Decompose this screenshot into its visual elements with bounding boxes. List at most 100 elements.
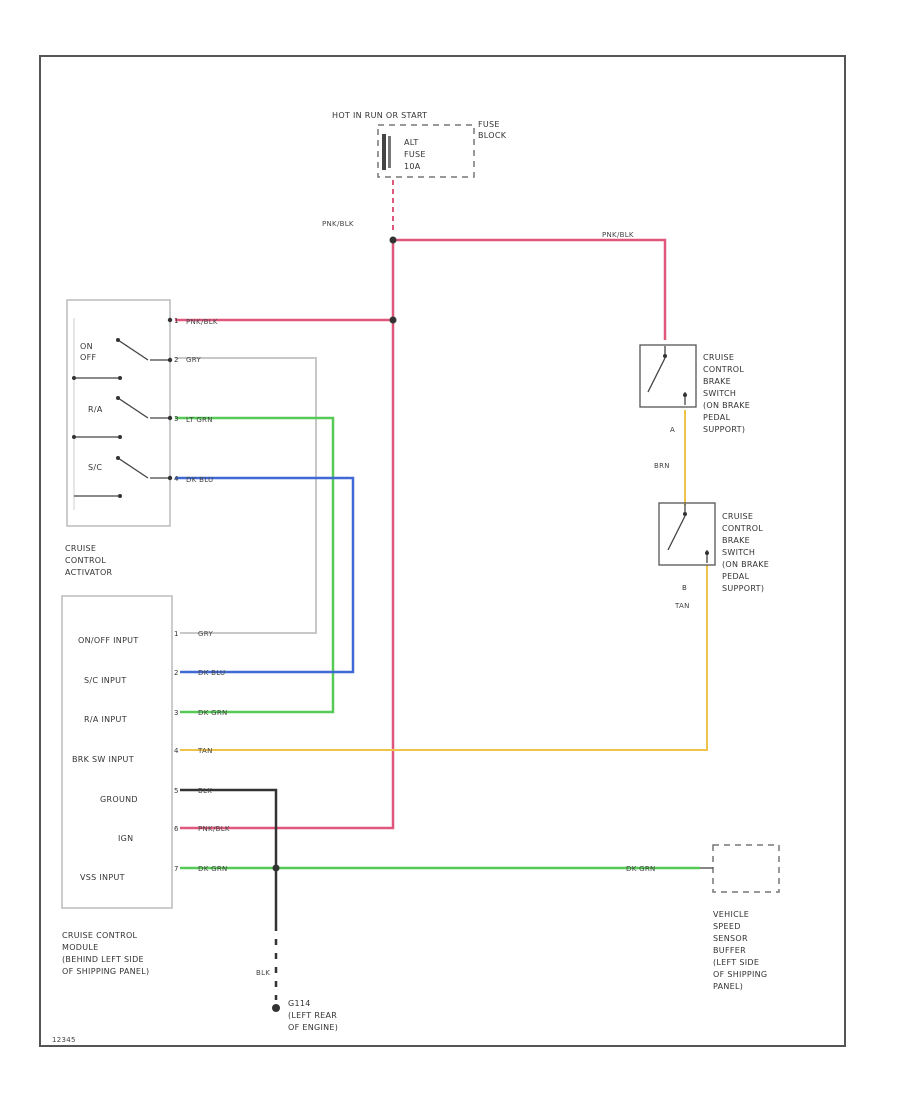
brake-switch-top-pin: A	[670, 426, 675, 434]
fuse-block-name-1: FUSE	[478, 120, 500, 129]
vss-buffer-name: VEHICLE SPEED SENSOR BUFFER (LEFT SIDE O…	[713, 910, 767, 991]
fuse-block-name-2: BLOCK	[478, 131, 507, 140]
vss-buffer-box	[712, 844, 780, 893]
diagram-code: 12345	[52, 1036, 76, 1044]
label-ign-pnk-blk: PNK/BLK	[198, 825, 230, 833]
svg-text:SPEED: SPEED	[713, 922, 741, 931]
activator-pin-4: 4	[174, 475, 179, 483]
svg-text:VEHICLE: VEHICLE	[713, 910, 749, 919]
brake-switch-bottom-contact	[705, 551, 709, 555]
svg-text:CONTROL: CONTROL	[722, 524, 763, 533]
activator-pin-1: 1	[174, 317, 178, 325]
svg-text:1: 1	[174, 630, 178, 638]
brake-switch-bottom-name: CRUISE CONTROL BRAKE SWITCH (ON BRAKE PE…	[722, 512, 769, 593]
fuse-label-3: 10A	[404, 162, 421, 171]
svg-text:BRAKE: BRAKE	[722, 536, 750, 545]
activator-name-1: CRUISE	[65, 544, 96, 553]
svg-text:VSS INPUT: VSS INPUT	[80, 873, 125, 882]
label-sc-dk-blu: DK BLU	[198, 669, 225, 677]
pnk-blk-brake-wire	[393, 238, 667, 340]
label-activator-gry: GRY	[186, 356, 201, 364]
svg-text:SWITCH: SWITCH	[722, 548, 755, 557]
brake-switch-top-box	[639, 344, 697, 408]
svg-text:PANEL): PANEL)	[713, 982, 743, 991]
svg-text:PEDAL: PEDAL	[722, 572, 750, 581]
label-pnk-blk-brake: PNK/BLK	[602, 231, 634, 239]
label-onoff-gry: GRY	[198, 630, 213, 638]
module-box	[61, 595, 173, 909]
fuse-label-2: FUSE	[404, 150, 426, 159]
diagram-frame	[39, 55, 846, 1047]
label-tan: TAN	[674, 602, 690, 610]
activator-pin-2: 2	[174, 356, 178, 364]
activator-contacts	[72, 317, 173, 498]
brake-switch-top-name: CRUISE CONTROL BRAKE SWITCH (ON BRAKE PE…	[703, 353, 750, 434]
fuse-element	[382, 134, 386, 170]
splice-dot-vss	[272, 864, 280, 872]
svg-text:CRUISE CONTROL: CRUISE CONTROL	[62, 931, 138, 940]
label-pnk-blk-main: PNK/BLK	[322, 220, 354, 228]
splice-dot-top	[389, 236, 397, 244]
svg-text:ON/OFF INPUT: ON/OFF INPUT	[78, 636, 139, 645]
svg-text:4: 4	[174, 747, 179, 755]
splice-dot-activator	[389, 316, 397, 324]
label-brk-tan: TAN	[197, 747, 213, 755]
gry-onoff-wire	[175, 357, 317, 634]
svg-text:OF ENGINE): OF ENGINE)	[288, 1023, 338, 1032]
label-brn: BRN	[654, 462, 670, 470]
brake-switch-top-pivot	[663, 354, 667, 358]
svg-text:5: 5	[174, 787, 178, 795]
svg-text:MODULE: MODULE	[62, 943, 99, 952]
brake-switch-bottom-box	[658, 502, 716, 566]
svg-text:(ON BRAKE: (ON BRAKE	[703, 401, 750, 410]
svg-text:(LEFT SIDE: (LEFT SIDE	[713, 958, 759, 967]
svg-text:S/C INPUT: S/C INPUT	[84, 676, 127, 685]
svg-text:CRUISE: CRUISE	[703, 353, 734, 362]
svg-text:6: 6	[174, 825, 179, 833]
activator-name-3: ACTIVATOR	[65, 568, 113, 577]
svg-text:CRUISE: CRUISE	[722, 512, 753, 521]
svg-text:G114: G114	[288, 999, 311, 1008]
svg-text:(ON BRAKE: (ON BRAKE	[722, 560, 769, 569]
svg-text:OF SHIPPING PANEL): OF SHIPPING PANEL)	[62, 967, 149, 976]
label-activator-dk-blu: DK BLU	[186, 476, 213, 484]
fuse-element-inner	[388, 136, 391, 168]
brake-switch-bottom-contacts	[667, 504, 708, 563]
pnk-blk-ign-wire	[180, 240, 395, 830]
brake-switch-top-contact	[683, 393, 687, 397]
activator-switch-off: OFF	[80, 353, 96, 362]
fuse-block-outline	[377, 124, 475, 178]
svg-text:SWITCH: SWITCH	[703, 389, 736, 398]
label-vss-right-dk-grn: DK GRN	[626, 865, 656, 873]
svg-text:IGN: IGN	[118, 834, 133, 843]
svg-text:7: 7	[174, 865, 178, 873]
svg-text:3: 3	[174, 709, 178, 717]
activator-switch-on: ON	[80, 342, 93, 351]
svg-text:SENSOR: SENSOR	[713, 934, 748, 943]
svg-text:SUPPORT): SUPPORT)	[722, 584, 764, 593]
svg-text:PEDAL: PEDAL	[703, 413, 731, 422]
activator-switch-ra: R/A	[88, 405, 103, 414]
tan-brk-wire	[180, 565, 708, 751]
label-ground-blk: BLK	[198, 787, 212, 795]
label-ra-dk-grn: DK GRN	[198, 709, 228, 717]
ground-name: G114 (LEFT REAR OF ENGINE)	[288, 999, 338, 1032]
svg-text:(LEFT REAR: (LEFT REAR	[288, 1011, 337, 1020]
lt-grn-ra-wire	[175, 416, 335, 714]
svg-text:GROUND: GROUND	[100, 795, 138, 804]
svg-text:2: 2	[174, 669, 178, 677]
module-pins: 1 2 3 4 5 6 7	[174, 630, 179, 873]
label-activator-lt-grn: LT GRN	[186, 416, 213, 424]
brake-switch-bottom-pin: B	[682, 584, 687, 592]
dk-blu-sc-wire	[175, 476, 355, 674]
svg-text:BRK SW INPUT: BRK SW INPUT	[72, 755, 134, 764]
svg-text:CONTROL: CONTROL	[703, 365, 744, 374]
activator-switches	[74, 339, 170, 497]
fuse-block-header: HOT IN RUN OR START	[332, 111, 427, 120]
brake-switch-bottom-pivot	[683, 512, 687, 516]
svg-text:OF SHIPPING: OF SHIPPING	[713, 970, 767, 979]
module-name: CRUISE CONTROL MODULE (BEHIND LEFT SIDE …	[62, 931, 149, 976]
label-vss-dk-grn: DK GRN	[198, 865, 228, 873]
label-ground-blk-lower: BLK	[256, 969, 270, 977]
